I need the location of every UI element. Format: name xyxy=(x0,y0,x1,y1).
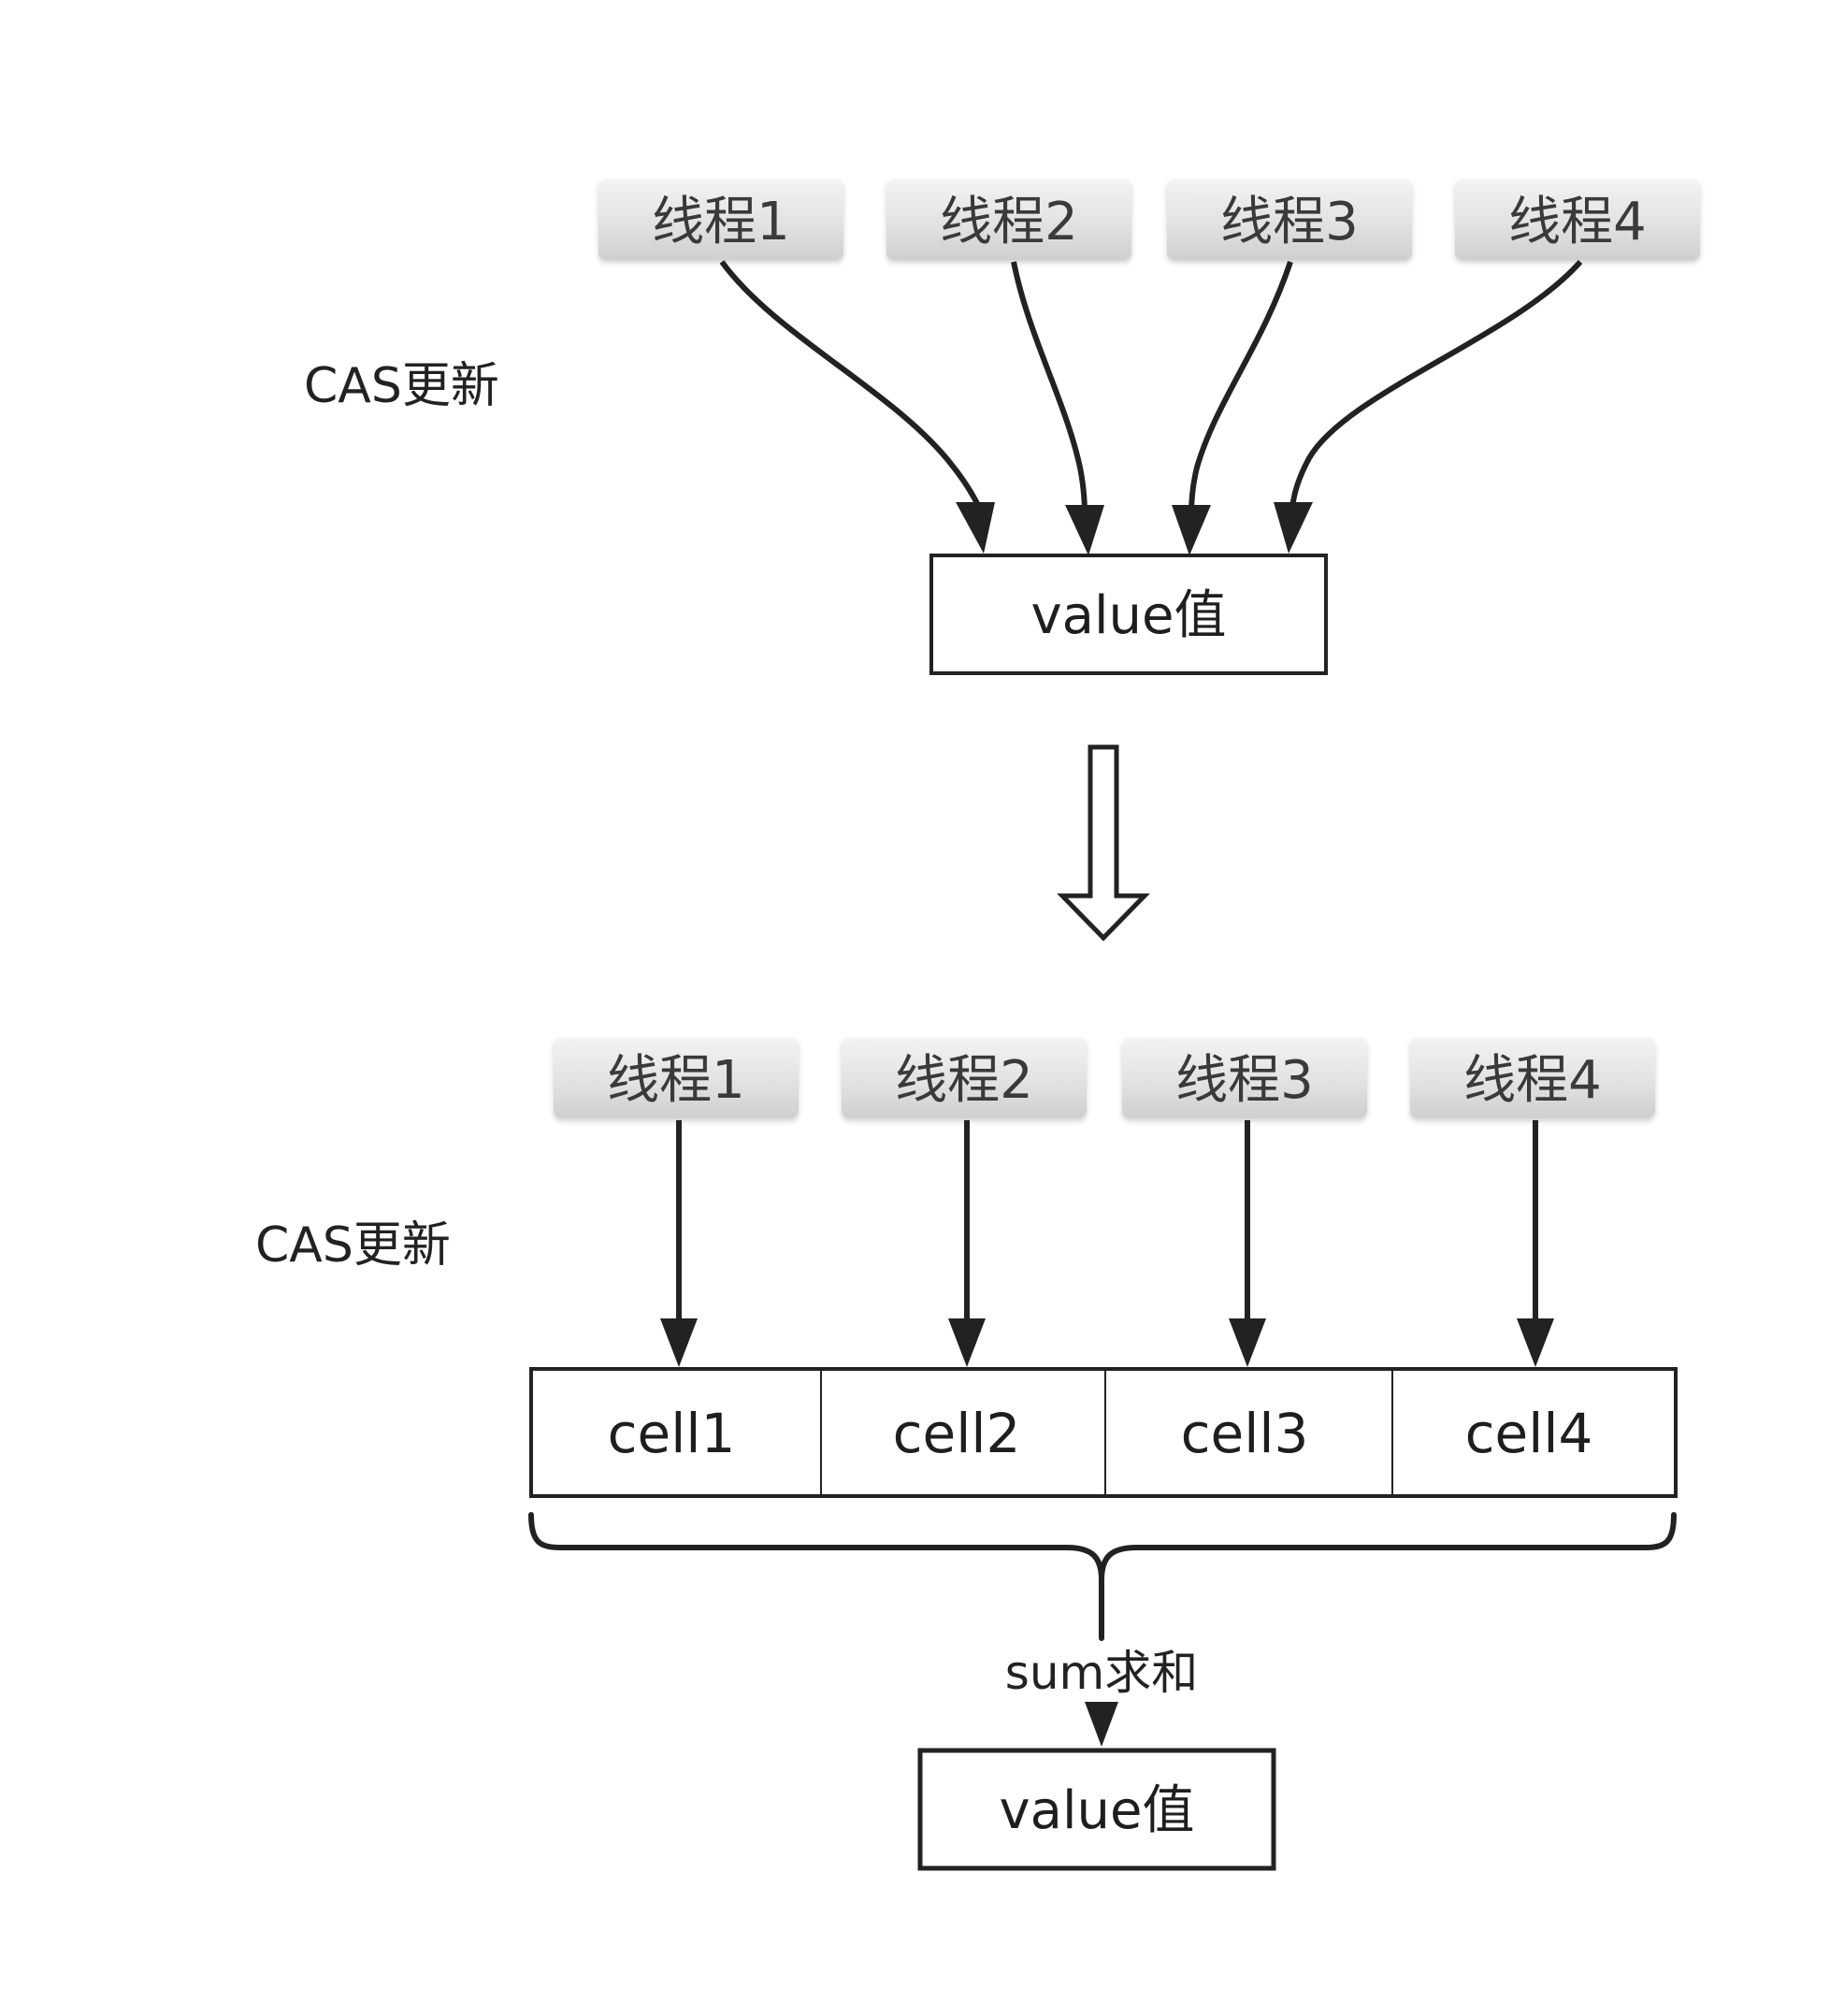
bottom-thread-1-label: 线程1 xyxy=(607,1050,745,1111)
top-thread-4: 线程4 xyxy=(1455,180,1700,260)
bottom-thread-4: 线程4 xyxy=(1410,1038,1655,1118)
cell-4-label: cell4 xyxy=(1465,1402,1593,1465)
top-arrow-4 xyxy=(1274,260,1583,554)
top-arrow-3 xyxy=(1172,261,1293,555)
top-thread-3-label: 线程3 xyxy=(1220,192,1359,252)
bottom-thread-1: 线程1 xyxy=(554,1038,799,1118)
bottom-thread-3-label: 线程3 xyxy=(1175,1050,1314,1111)
top-thread-1-label: 线程1 xyxy=(652,192,790,252)
cell-3-label: cell3 xyxy=(1181,1402,1309,1465)
bottom-arrow-4 xyxy=(1517,1120,1554,1367)
top-value-label: value值 xyxy=(1031,585,1227,646)
bottom-thread-2-label: 线程2 xyxy=(895,1050,1033,1111)
sum-label: sum求和 xyxy=(1005,1646,1198,1700)
top-thread-1: 线程1 xyxy=(598,180,843,260)
bottom-section: 线程1 线程2 线程3 线程4 CAS更新 xyxy=(255,1038,1678,1871)
top-cas-label: CAS更新 xyxy=(304,358,499,414)
top-thread-2: 线程2 xyxy=(886,180,1131,260)
bottom-thread-2: 线程2 xyxy=(842,1038,1087,1118)
top-thread-2-label: 线程2 xyxy=(940,192,1078,252)
bottom-arrow-1 xyxy=(660,1120,698,1367)
top-thread-4-label: 线程4 xyxy=(1508,192,1647,252)
cells-row: cell1 cell2 cell3 cell4 xyxy=(529,1367,1678,1498)
top-value-box: value值 xyxy=(929,554,1328,675)
sum-brace xyxy=(528,1512,1677,1641)
top-section: 线程1 线程2 线程3 线程4 CAS更新 xyxy=(304,180,1700,675)
sum-arrow xyxy=(1085,1702,1118,1747)
bottom-value-label: value值 xyxy=(1000,1780,1195,1841)
top-thread-3: 线程3 xyxy=(1167,180,1412,260)
bottom-arrow-3 xyxy=(1229,1120,1266,1367)
transition-arrow xyxy=(1057,744,1150,942)
bottom-cas-label: CAS更新 xyxy=(255,1217,451,1274)
top-arrow-1 xyxy=(719,260,995,554)
bottom-thread-4-label: 线程4 xyxy=(1463,1050,1602,1111)
cell-2-label: cell2 xyxy=(893,1402,1021,1465)
bottom-arrow-2 xyxy=(948,1120,986,1367)
bottom-thread-3: 线程3 xyxy=(1122,1038,1367,1118)
bottom-value-box: value值 xyxy=(917,1748,1276,1871)
cell-1-label: cell1 xyxy=(608,1402,736,1465)
top-arrow-2 xyxy=(1011,261,1104,555)
